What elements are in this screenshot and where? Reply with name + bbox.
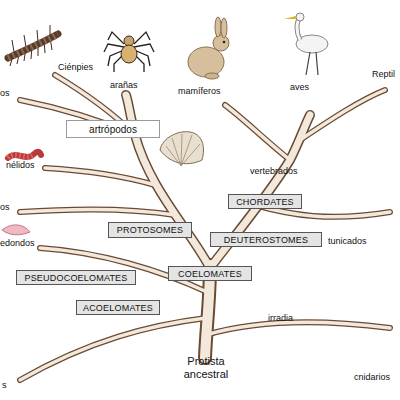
- tree-branches-outline: [20, 75, 390, 380]
- taxon-label: Ciénpies: [58, 62, 93, 73]
- mammal-branch: [225, 105, 290, 160]
- taxon-label: mamíferos: [178, 86, 221, 97]
- group-name: artrópodos: [89, 124, 137, 135]
- bird-drawing: [284, 13, 328, 75]
- group-box: COELOMATES: [168, 266, 252, 281]
- cnidarian-branch: [206, 322, 390, 335]
- worm-segments: [8, 154, 34, 158]
- shell-drawing: [160, 132, 204, 166]
- rabbit-body: [188, 47, 224, 77]
- group-box: ACOELOMATES: [76, 300, 160, 315]
- rabbit-ear: [215, 17, 221, 37]
- group-box: DEUTEROSTOMES: [210, 232, 322, 247]
- acoelomate-branch: [20, 318, 206, 380]
- centipede-body: [8, 34, 58, 58]
- acoelomate-branch: [20, 318, 206, 380]
- spider-legs: [104, 32, 154, 72]
- annelid-branch: [45, 168, 155, 185]
- group-name: PROTOSOMES: [117, 225, 183, 235]
- tree-branches-fill: [20, 75, 390, 380]
- reptile-branch: [300, 90, 385, 140]
- taxon-label: os: [0, 88, 10, 99]
- group-box: CHORDATES: [228, 194, 302, 209]
- bird-leg: [306, 52, 310, 75]
- taxon-label: cnidarios: [354, 372, 390, 383]
- spider-abdomen: [121, 45, 137, 63]
- taxon-label: s: [2, 380, 7, 391]
- mammal-branch: [225, 105, 290, 160]
- rabbit-eye: [223, 41, 226, 44]
- group-name: COELOMATES: [178, 269, 242, 279]
- mollusc-branch: [20, 209, 175, 215]
- spider-drawing: [104, 32, 154, 72]
- worm-drawing: [8, 152, 41, 158]
- taxon-label: aves: [290, 82, 309, 93]
- centipede-segments: [8, 34, 58, 58]
- group-box: PROTOSOMES: [108, 222, 192, 238]
- shell-ribs: [166, 134, 200, 166]
- bird-head: [296, 13, 304, 21]
- rabbit-head: [213, 35, 229, 51]
- taxon-label: arañas: [110, 80, 138, 91]
- taxon-label: tunicados: [328, 236, 367, 247]
- bird-leg: [316, 52, 318, 75]
- group-box: artrópodos: [66, 120, 160, 138]
- group-name: PSEUDOCOELOMATES: [24, 273, 127, 283]
- taxon-label: vertebrados: [250, 166, 298, 177]
- rabbit-foot: [205, 73, 219, 79]
- rabbit-ear: [221, 18, 227, 38]
- taxon-label: irradia: [268, 313, 293, 324]
- flatworm-drawing: [2, 225, 30, 235]
- group-box: PSEUDOCOELOMATES: [16, 270, 136, 285]
- taxon-label: Protista ancestral: [168, 355, 244, 381]
- taxon-label: os: [0, 202, 10, 213]
- cnidarian-branch: [206, 322, 390, 335]
- mollusc-branch: [20, 209, 175, 215]
- taxon-label: Reptil: [372, 69, 395, 80]
- group-name: CHORDATES: [236, 197, 294, 207]
- bird-beak: [284, 16, 296, 19]
- rabbit-drawing: [188, 17, 229, 79]
- annelid-branch: [45, 168, 155, 185]
- group-name: DEUTEROSTOMES: [224, 235, 308, 245]
- centipede-drawing: [8, 25, 58, 66]
- taxon-label: edondos: [0, 238, 35, 249]
- taxon-label: nélidos: [6, 160, 35, 171]
- group-name: ACOELOMATES: [83, 303, 153, 313]
